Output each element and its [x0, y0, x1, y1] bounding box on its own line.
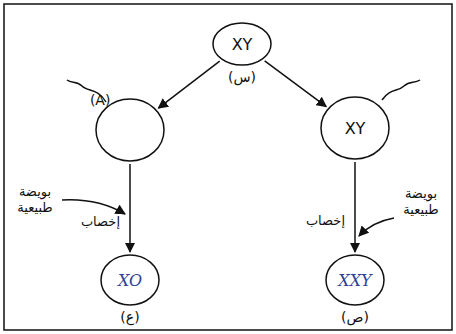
cell-label: (س) — [228, 69, 256, 85]
edge-label: إخصاب — [304, 213, 347, 228]
chromosome-text: XY — [232, 35, 253, 54]
cell-outline — [96, 99, 164, 161]
sperm-tail — [382, 80, 420, 100]
edge-label: إخصاب — [79, 214, 122, 229]
chromosome-text: XO — [118, 271, 142, 290]
cell-label: (ع) — [120, 309, 139, 325]
arrow-connector — [354, 162, 356, 252]
frame — [4, 4, 452, 330]
cell-circle: XXY(ص) — [325, 254, 385, 306]
arrow-connector — [265, 61, 327, 107]
chromosome-text: XY — [345, 119, 366, 138]
cell-label: (A) — [90, 92, 111, 108]
cell-circle: XY — [320, 96, 390, 160]
cell-circle: XO(ع) — [100, 254, 160, 306]
arrow-connector — [129, 164, 131, 252]
cell-outline — [326, 255, 384, 305]
arrow-connector — [158, 61, 219, 108]
egg-label: بويضة طبيعية — [8, 184, 62, 217]
cell-outline — [321, 97, 389, 159]
chromosome-text: XXY — [338, 271, 371, 290]
cell-outline — [213, 23, 271, 65]
cell-circle: XY(س) — [212, 22, 272, 66]
egg-label: بويضة طبيعية — [394, 186, 448, 219]
cell-outline — [101, 255, 159, 305]
egg-arrow — [359, 218, 394, 236]
cell-circle: (A) — [95, 98, 165, 162]
egg-arrow — [62, 200, 125, 214]
cell-label: (ص) — [341, 309, 369, 325]
